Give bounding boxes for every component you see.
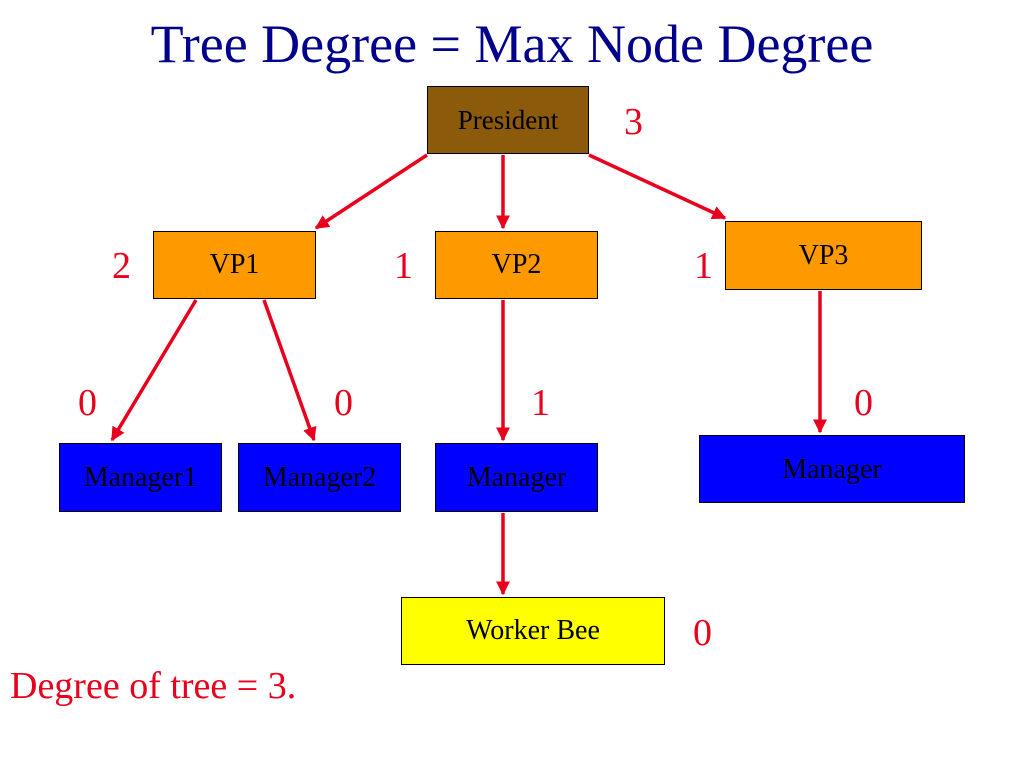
node-manager1: Manager1 xyxy=(59,443,222,512)
tree-degree-summary: Degree of tree = 3. xyxy=(10,665,297,707)
node-label: Worker Bee xyxy=(466,615,600,646)
node-label: Manager1 xyxy=(83,461,198,493)
node-vp3: VP3 xyxy=(725,221,922,290)
slide-title: Tree Degree = Max Node Degree xyxy=(150,14,874,74)
node-vp2: VP2 xyxy=(435,231,598,299)
edge-vp1-to-manager2 xyxy=(262,299,317,442)
node-worker-bee: Worker Bee xyxy=(401,597,665,665)
node-label: Manager2 xyxy=(262,461,377,493)
node-label: Manager xyxy=(782,454,882,485)
degree-label-vp2: 1 xyxy=(394,245,413,287)
node-vp1: VP1 xyxy=(153,231,316,299)
node-manager2: Manager2 xyxy=(238,443,401,512)
degree-label-manager-vp2: 1 xyxy=(531,382,550,424)
edge-vp1-to-manager1 xyxy=(110,299,198,442)
degree-label-manager-vp3: 0 xyxy=(854,382,873,424)
degree-label-vp1: 2 xyxy=(112,245,131,287)
degree-label-president: 3 xyxy=(624,101,643,143)
edge-president-to-vp3 xyxy=(588,153,727,220)
degree-label-vp3: 1 xyxy=(694,245,713,287)
edge-president-to-vp1 xyxy=(314,153,428,230)
node-label: President xyxy=(457,104,559,135)
degree-label-manager2: 0 xyxy=(334,382,353,424)
node-label: VP3 xyxy=(798,240,849,271)
node-president: President xyxy=(427,86,589,154)
node-label: Manager xyxy=(466,461,567,493)
node-manager-vp2: Manager xyxy=(435,443,598,512)
node-label: VP2 xyxy=(491,249,542,280)
degree-label-worker-bee: 0 xyxy=(693,612,712,654)
node-manager-vp3: Manager xyxy=(699,435,965,503)
node-label: VP1 xyxy=(209,249,260,280)
degree-label-manager1: 0 xyxy=(78,382,97,424)
